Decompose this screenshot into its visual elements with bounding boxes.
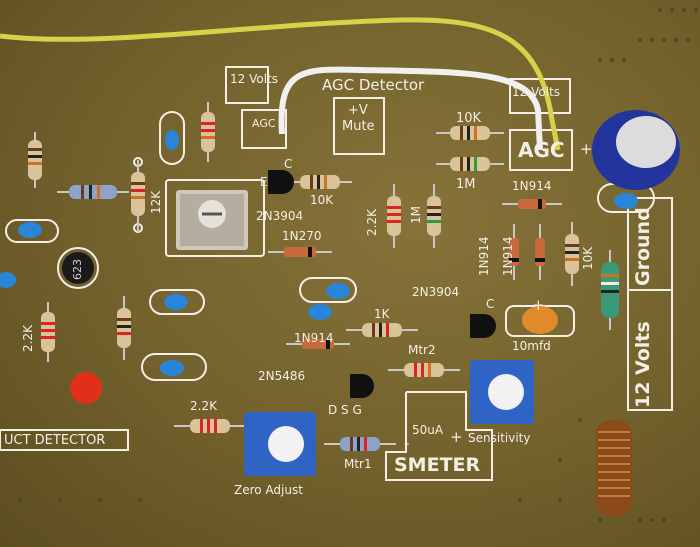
label-1n270: 1N270 [282, 229, 322, 243]
label-product-detector: UCT DETECTOR [4, 433, 106, 448]
trimmer-potentiometer [176, 190, 248, 250]
ic-chip [62, 252, 94, 284]
label-sensitivity: Sensitivity [468, 431, 531, 445]
label-2n5486: 2N5486 [258, 369, 306, 383]
resistor-left-vert-2 [117, 296, 131, 360]
label-50ua: 50uA [412, 423, 444, 437]
transistor-2n3904-b [470, 314, 496, 338]
resistor-horizontal-left [57, 185, 129, 199]
label-2-2k-mid: 2.2K [365, 209, 379, 236]
resistor-10k-mid [288, 175, 352, 189]
resistor-mtr1 [324, 437, 396, 451]
label-agc-detector: AGC Detector [322, 76, 425, 94]
resistor-12k [131, 160, 145, 232]
label-1m-vert: 1M [409, 206, 423, 224]
label-12-volts-left: 12 Volts [230, 72, 278, 86]
resistors [28, 102, 619, 451]
label-12k: 12K [149, 190, 163, 214]
label-2-2k-left: 2.2K [21, 325, 35, 352]
label-agc-small: AGC [252, 117, 276, 130]
label-plus-cap: + [580, 140, 593, 158]
diode-1n270 [268, 247, 332, 257]
transistor-2n5486 [350, 374, 374, 398]
resistor-vertical-left [28, 132, 42, 188]
resistor-2-2k-mid [387, 184, 401, 248]
blue-trimmers [244, 360, 534, 476]
resistor-mtr2 [388, 363, 460, 377]
label-e-transistor: E [260, 175, 268, 189]
diodes [268, 199, 562, 349]
label-1n914-v2: 1N914 [501, 236, 515, 276]
label-c-transistor-b: C [486, 297, 495, 311]
ceramic-capacitors [0, 130, 638, 376]
label-mtr1: Mtr1 [344, 457, 372, 471]
label-plus-meter: + [450, 428, 463, 446]
transistors [268, 170, 496, 398]
label-1n914-bottom: 1N914 [294, 331, 334, 345]
label-smeter: SMETER [394, 454, 481, 476]
label-plus-tantalum: + [532, 296, 545, 314]
red-led [70, 372, 102, 404]
label-12-volts-vertical: 12 Volts [632, 321, 654, 408]
label-plus-v: +V [348, 103, 368, 118]
label-10mfd: 10mfd [512, 339, 551, 353]
drill-holes [18, 8, 698, 522]
resistor-top-center [201, 102, 215, 162]
resistor-2-2k-bottom [174, 419, 246, 433]
label-mute: Mute [342, 119, 375, 134]
electrolytic-capacitor [592, 110, 680, 190]
label-1n914-top: 1N914 [512, 179, 552, 193]
label-12-volts-right: 12 Volts [512, 85, 560, 99]
label-1m-top: 1M [456, 177, 476, 192]
label-agc-big: AGC [518, 138, 565, 162]
ic-marking: 623 [71, 259, 84, 280]
label-2-2k-bottom: 2.2K [190, 399, 217, 413]
label-2n3904-b: 2N3904 [412, 285, 460, 299]
yellow-wire [0, 17, 561, 151]
label-2n3904-a: 2N3904 [256, 209, 304, 223]
label-dsg: D S G [328, 403, 362, 417]
inductor [596, 420, 632, 516]
white-wire [278, 66, 543, 151]
resistor-1m-vert [427, 184, 441, 248]
resistor-2-2k-left [41, 302, 55, 362]
label-zero-adjust: Zero Adjust [234, 483, 303, 497]
diode-1n914-v1 [509, 224, 519, 280]
diode-1n914-top [502, 199, 562, 209]
tantalum-capacitor [522, 306, 558, 334]
label-10k-mid: 10K [310, 193, 334, 207]
label-10k-top: 10K [456, 111, 482, 126]
label-1n914-v1: 1N914 [477, 236, 491, 276]
label-10k-vert: 10K [581, 246, 595, 270]
label-c-transistor: C [284, 157, 293, 171]
diode-1n914-bottom [286, 339, 350, 349]
resistor-1k [346, 323, 418, 337]
transistor-2n3904-a [268, 170, 294, 194]
label-mtr2: Mtr2 [408, 343, 436, 357]
label-ground-vertical: Ground [632, 207, 654, 286]
resistor-green [601, 250, 619, 330]
resistor-10k-top [436, 126, 504, 140]
resistor-1m-top [436, 157, 504, 171]
label-1k: 1K [374, 307, 390, 321]
resistor-10k-vert [565, 222, 579, 286]
label-minus-meter: - [404, 434, 410, 452]
diode-1n914-v2 [535, 224, 545, 280]
